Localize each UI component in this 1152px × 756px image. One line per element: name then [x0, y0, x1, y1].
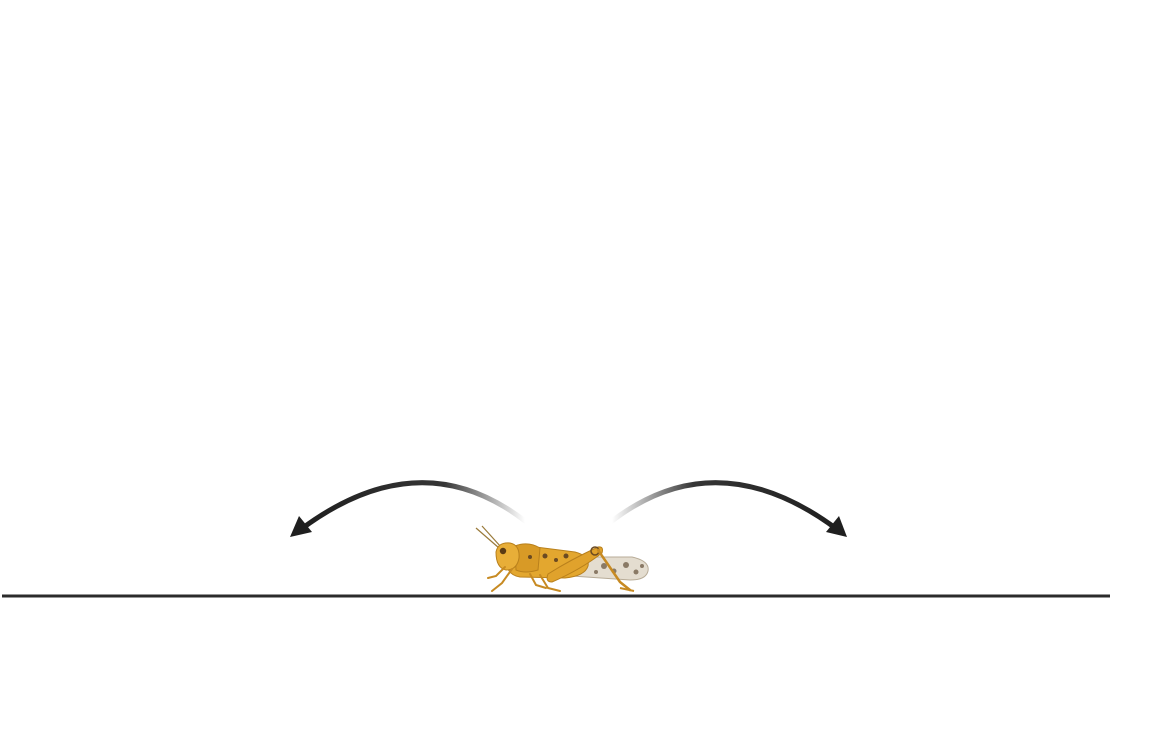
grasshopper-icon: [475, 525, 649, 592]
curved-arrow-left-icon: [290, 480, 528, 537]
curved-arrow-right-icon: [609, 480, 847, 537]
